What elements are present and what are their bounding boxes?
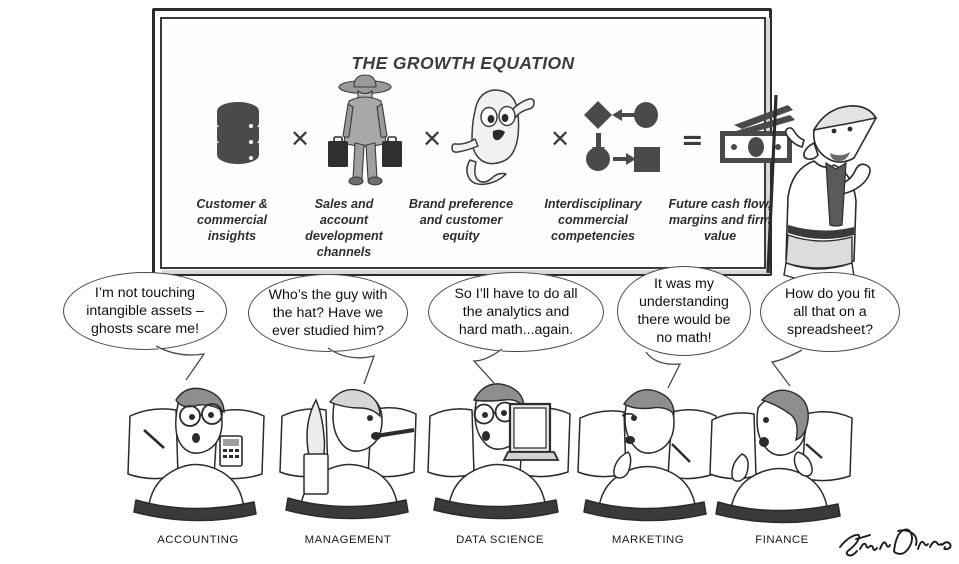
bubble-line: hard math...again. [458, 322, 574, 339]
multiply-operator-3: ✕ [550, 125, 571, 153]
speech-bubble-management: Who’s the guy with the hat? Have we ever… [248, 274, 408, 352]
label-line: channels [316, 244, 372, 259]
audience-member-finance [706, 376, 858, 530]
audience-member-data-science [424, 374, 576, 530]
bubble-line: ever studied him? [272, 323, 384, 340]
pen-icon [805, 443, 823, 459]
glasses-icon [179, 403, 223, 427]
equation-labels: Customer & commercial insights Sales and… [176, 197, 771, 277]
label-line: customer [445, 212, 503, 227]
equation-term-4 [570, 81, 676, 191]
hand-icon [613, 451, 632, 479]
equation-label-5: Future cash flow, margins and firm value [664, 197, 776, 245]
bubble-line: I’m not touching [94, 284, 196, 301]
equation-term-3 [440, 77, 546, 195]
multiply-operator-1: ✕ [290, 125, 311, 153]
database-icon [217, 102, 259, 164]
speech-bubble-marketing: It was my understanding there would be n… [617, 266, 751, 356]
banknote-icon [720, 105, 795, 163]
audience-member-management [272, 378, 424, 530]
pencil-icon [143, 429, 165, 449]
speech-bubble-data-science: So I’ll have to do all the analytics and… [428, 272, 604, 352]
equals-operator: = [681, 125, 704, 156]
bubble-line: So I’ll have to do all [454, 285, 578, 302]
laptop-icon [502, 402, 560, 461]
bubble-line: there would be [637, 312, 731, 328]
equation-term-5 [702, 81, 812, 191]
label-line: Future cash [668, 197, 740, 211]
bubble-line: How do you fit [785, 285, 875, 302]
label-line: commercial [557, 212, 628, 227]
equation-label-4: Interdisciplinary commercial competencie… [525, 197, 661, 245]
salesman-icon [328, 74, 402, 186]
label-line: equity [442, 228, 480, 243]
label-line: competencies [551, 228, 635, 243]
equation-label-3: Brand preference and customer equity [400, 197, 522, 245]
label-line: insights [207, 228, 257, 243]
bubble-line: ghosts scare me! [90, 321, 200, 338]
bubble-line: intangible assets – [86, 302, 204, 319]
bubble-line: all that on a [793, 303, 867, 320]
bubble-line: no math! [656, 330, 712, 347]
finance-person-icon [709, 389, 853, 524]
management-person-icon [279, 388, 417, 520]
notepad-icon [303, 453, 329, 495]
label-line: value [703, 228, 737, 243]
equation-label-2: Sales and account development channels [289, 197, 399, 260]
whiteboard-title: THE GROWTH EQUATION [351, 53, 575, 73]
label-line: Sales and [314, 197, 374, 211]
dept-label-accounting: ACCOUNTING [157, 534, 239, 546]
equation-row: ✕ [184, 74, 795, 201]
accounting-person-icon [127, 387, 265, 522]
speech-bubble-accounting: I’m not touching intangible assets – gho… [63, 272, 227, 350]
equation-term-1 [190, 81, 286, 191]
bubble-line: Who’s the guy with [268, 286, 388, 303]
data-science-person-icon [427, 383, 571, 520]
label-line: preference and [419, 197, 514, 227]
pointer-stick [766, 94, 778, 274]
artist-signature [836, 525, 954, 559]
ghost-icon [451, 89, 535, 186]
hand-icon [793, 451, 813, 477]
pen-icon [671, 443, 691, 463]
dept-label-marketing: MARKETING [611, 534, 685, 546]
presenter-icon [766, 94, 878, 283]
audience-member-accounting [122, 382, 274, 530]
bubble-line: the analytics and [462, 303, 570, 320]
label-line: account [319, 212, 369, 227]
hand-icon [731, 453, 749, 482]
marketing-person-icon [577, 389, 717, 522]
label-line: development [305, 228, 383, 243]
label-line: Brand [408, 197, 446, 211]
flow-diagram-icon [584, 101, 660, 172]
bubble-line: It was my [654, 275, 714, 292]
label-line: commercial [196, 212, 267, 227]
bubble-line: understanding [639, 293, 729, 310]
dept-label-data-science: DATA SCIENCE [456, 534, 544, 546]
equation-label-1: Customer & commercial insights [176, 197, 288, 245]
hair-icon [622, 389, 675, 416]
equation-term-2 [312, 69, 418, 193]
label-line: Interdisciplinary [544, 197, 642, 211]
dept-label-management: MANAGEMENT [304, 534, 392, 546]
label-line: flow, margins [668, 197, 772, 227]
presenter-figure [762, 94, 952, 290]
speech-bubble-finance: How do you fit all that on a spreadsheet… [760, 272, 900, 352]
label-line: and firm [721, 212, 772, 227]
curly-hair-icon [760, 389, 809, 442]
signature-icon [839, 528, 952, 557]
whiteboard: THE GROWTH EQUATION ✕ [152, 8, 795, 276]
pencil-icon [375, 428, 415, 438]
bubble-line: spreadsheet? [787, 322, 873, 339]
audience-member-marketing [572, 378, 724, 530]
bubble-line: the hat? Have we [272, 304, 384, 321]
label-line: Customer & [196, 197, 268, 211]
multiply-operator-2: ✕ [422, 125, 443, 153]
hair-icon [328, 388, 381, 418]
whiteboard-surface: THE GROWTH EQUATION ✕ [160, 17, 795, 269]
dept-label-finance: FINANCE [755, 534, 809, 546]
